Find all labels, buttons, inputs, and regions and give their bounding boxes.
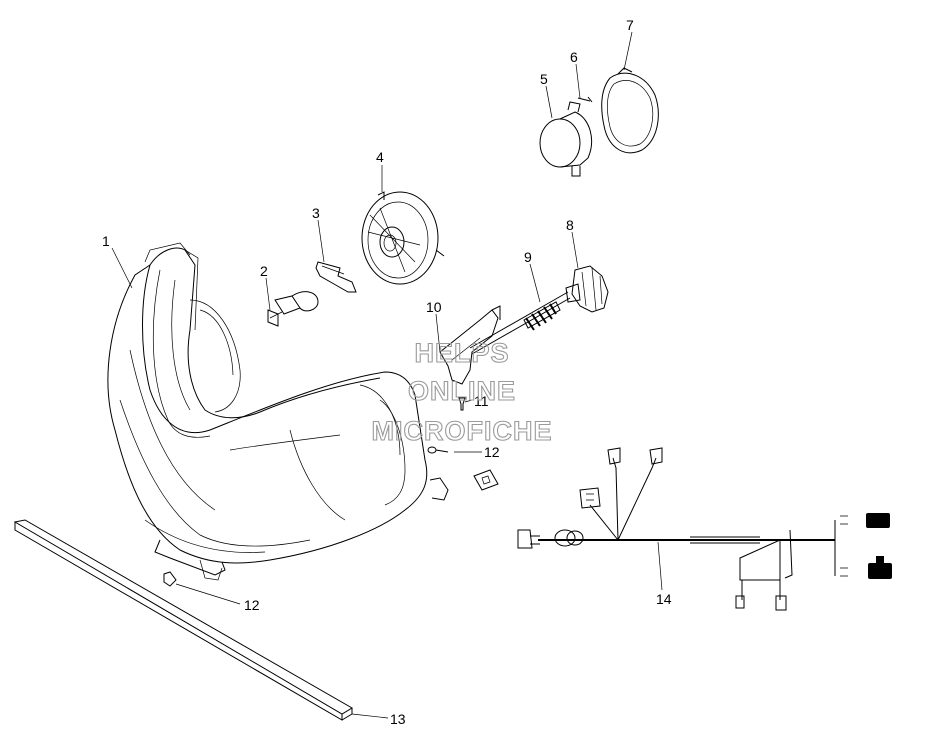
callout-8: 8: [566, 217, 574, 233]
callout-2: 2: [260, 263, 268, 279]
screw-6: [577, 96, 593, 103]
adjuster-spring-rod: [469, 291, 571, 355]
callout-7: 7: [626, 17, 634, 33]
adjuster-bracket: [439, 305, 501, 385]
bulb: [267, 291, 319, 327]
gasket: [601, 67, 659, 154]
spring-clip: [315, 261, 357, 293]
reflector-cover: [361, 191, 445, 285]
callout-11: 11: [474, 393, 489, 409]
screw-11: [458, 397, 466, 411]
screw-12-lower: [163, 571, 177, 587]
callout-13: 13: [390, 711, 406, 727]
callout-4: 4: [376, 149, 384, 165]
watermark: HELPS ONLINE MICROFICHE: [371, 337, 553, 446]
callout-labels: 1 2 3 4 5 6 7 8 9 10 11 12 12 13 14: [102, 17, 672, 727]
callout-10: 10: [426, 299, 442, 315]
watermark-line-2: ONLINE: [408, 376, 516, 406]
watermark-line-1: HELPS: [414, 338, 509, 368]
callout-14: 14: [656, 591, 672, 607]
callout-6: 6: [570, 49, 578, 65]
wiring-harness: [517, 447, 892, 611]
callout-1: 1: [102, 233, 110, 249]
headlight-housing: [107, 242, 449, 581]
callout-12-lower: 12: [244, 597, 260, 613]
position-light: [539, 101, 592, 177]
callout-12-upper: 12: [484, 444, 500, 460]
trim-strip: [13, 519, 353, 721]
watermark-line-3: MICROFICHE: [372, 416, 553, 446]
callout-3: 3: [312, 205, 320, 221]
callout-5: 5: [540, 71, 548, 87]
clip-nut: [473, 469, 499, 491]
adjuster-knob: [565, 265, 609, 313]
screw-12-upper: [427, 446, 449, 454]
callout-9: 9: [524, 249, 532, 265]
leader-lines: [111, 31, 663, 719]
